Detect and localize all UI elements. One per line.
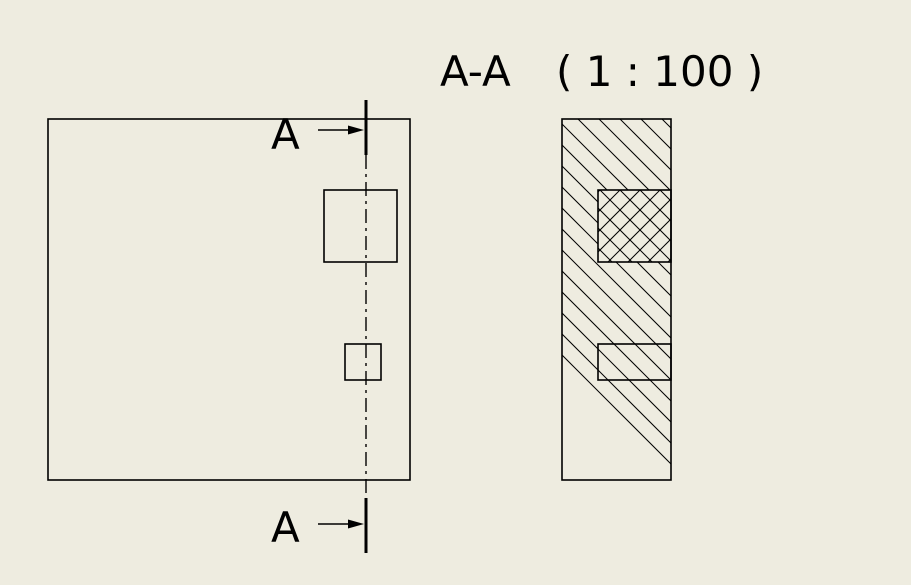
- section-hatch: [562, 119, 671, 465]
- section-view-scale: ( 1 : 100 ): [556, 47, 763, 96]
- front-view: [47, 118, 411, 481]
- top-pocket-fill: [598, 190, 671, 262]
- section-bottom-pocket: [597, 343, 672, 381]
- section-view-title: A-A: [440, 47, 511, 96]
- front-view-outline: [47, 118, 411, 481]
- section-top-pocket: [597, 189, 672, 263]
- arrowhead-bottom-icon: [348, 519, 364, 529]
- section-view-outline: [561, 118, 672, 481]
- section-arrow-top: [318, 125, 364, 135]
- section-view: [561, 118, 672, 481]
- front-view-large-pocket: [323, 189, 398, 263]
- cut-label-bottom: A: [271, 503, 300, 552]
- cut-label-top: A: [271, 110, 300, 159]
- arrowhead-top-icon: [348, 125, 364, 135]
- front-view-small-pocket: [344, 343, 382, 381]
- top-pocket-crosshatch: [598, 190, 671, 262]
- section-arrow-bottom: [318, 519, 364, 529]
